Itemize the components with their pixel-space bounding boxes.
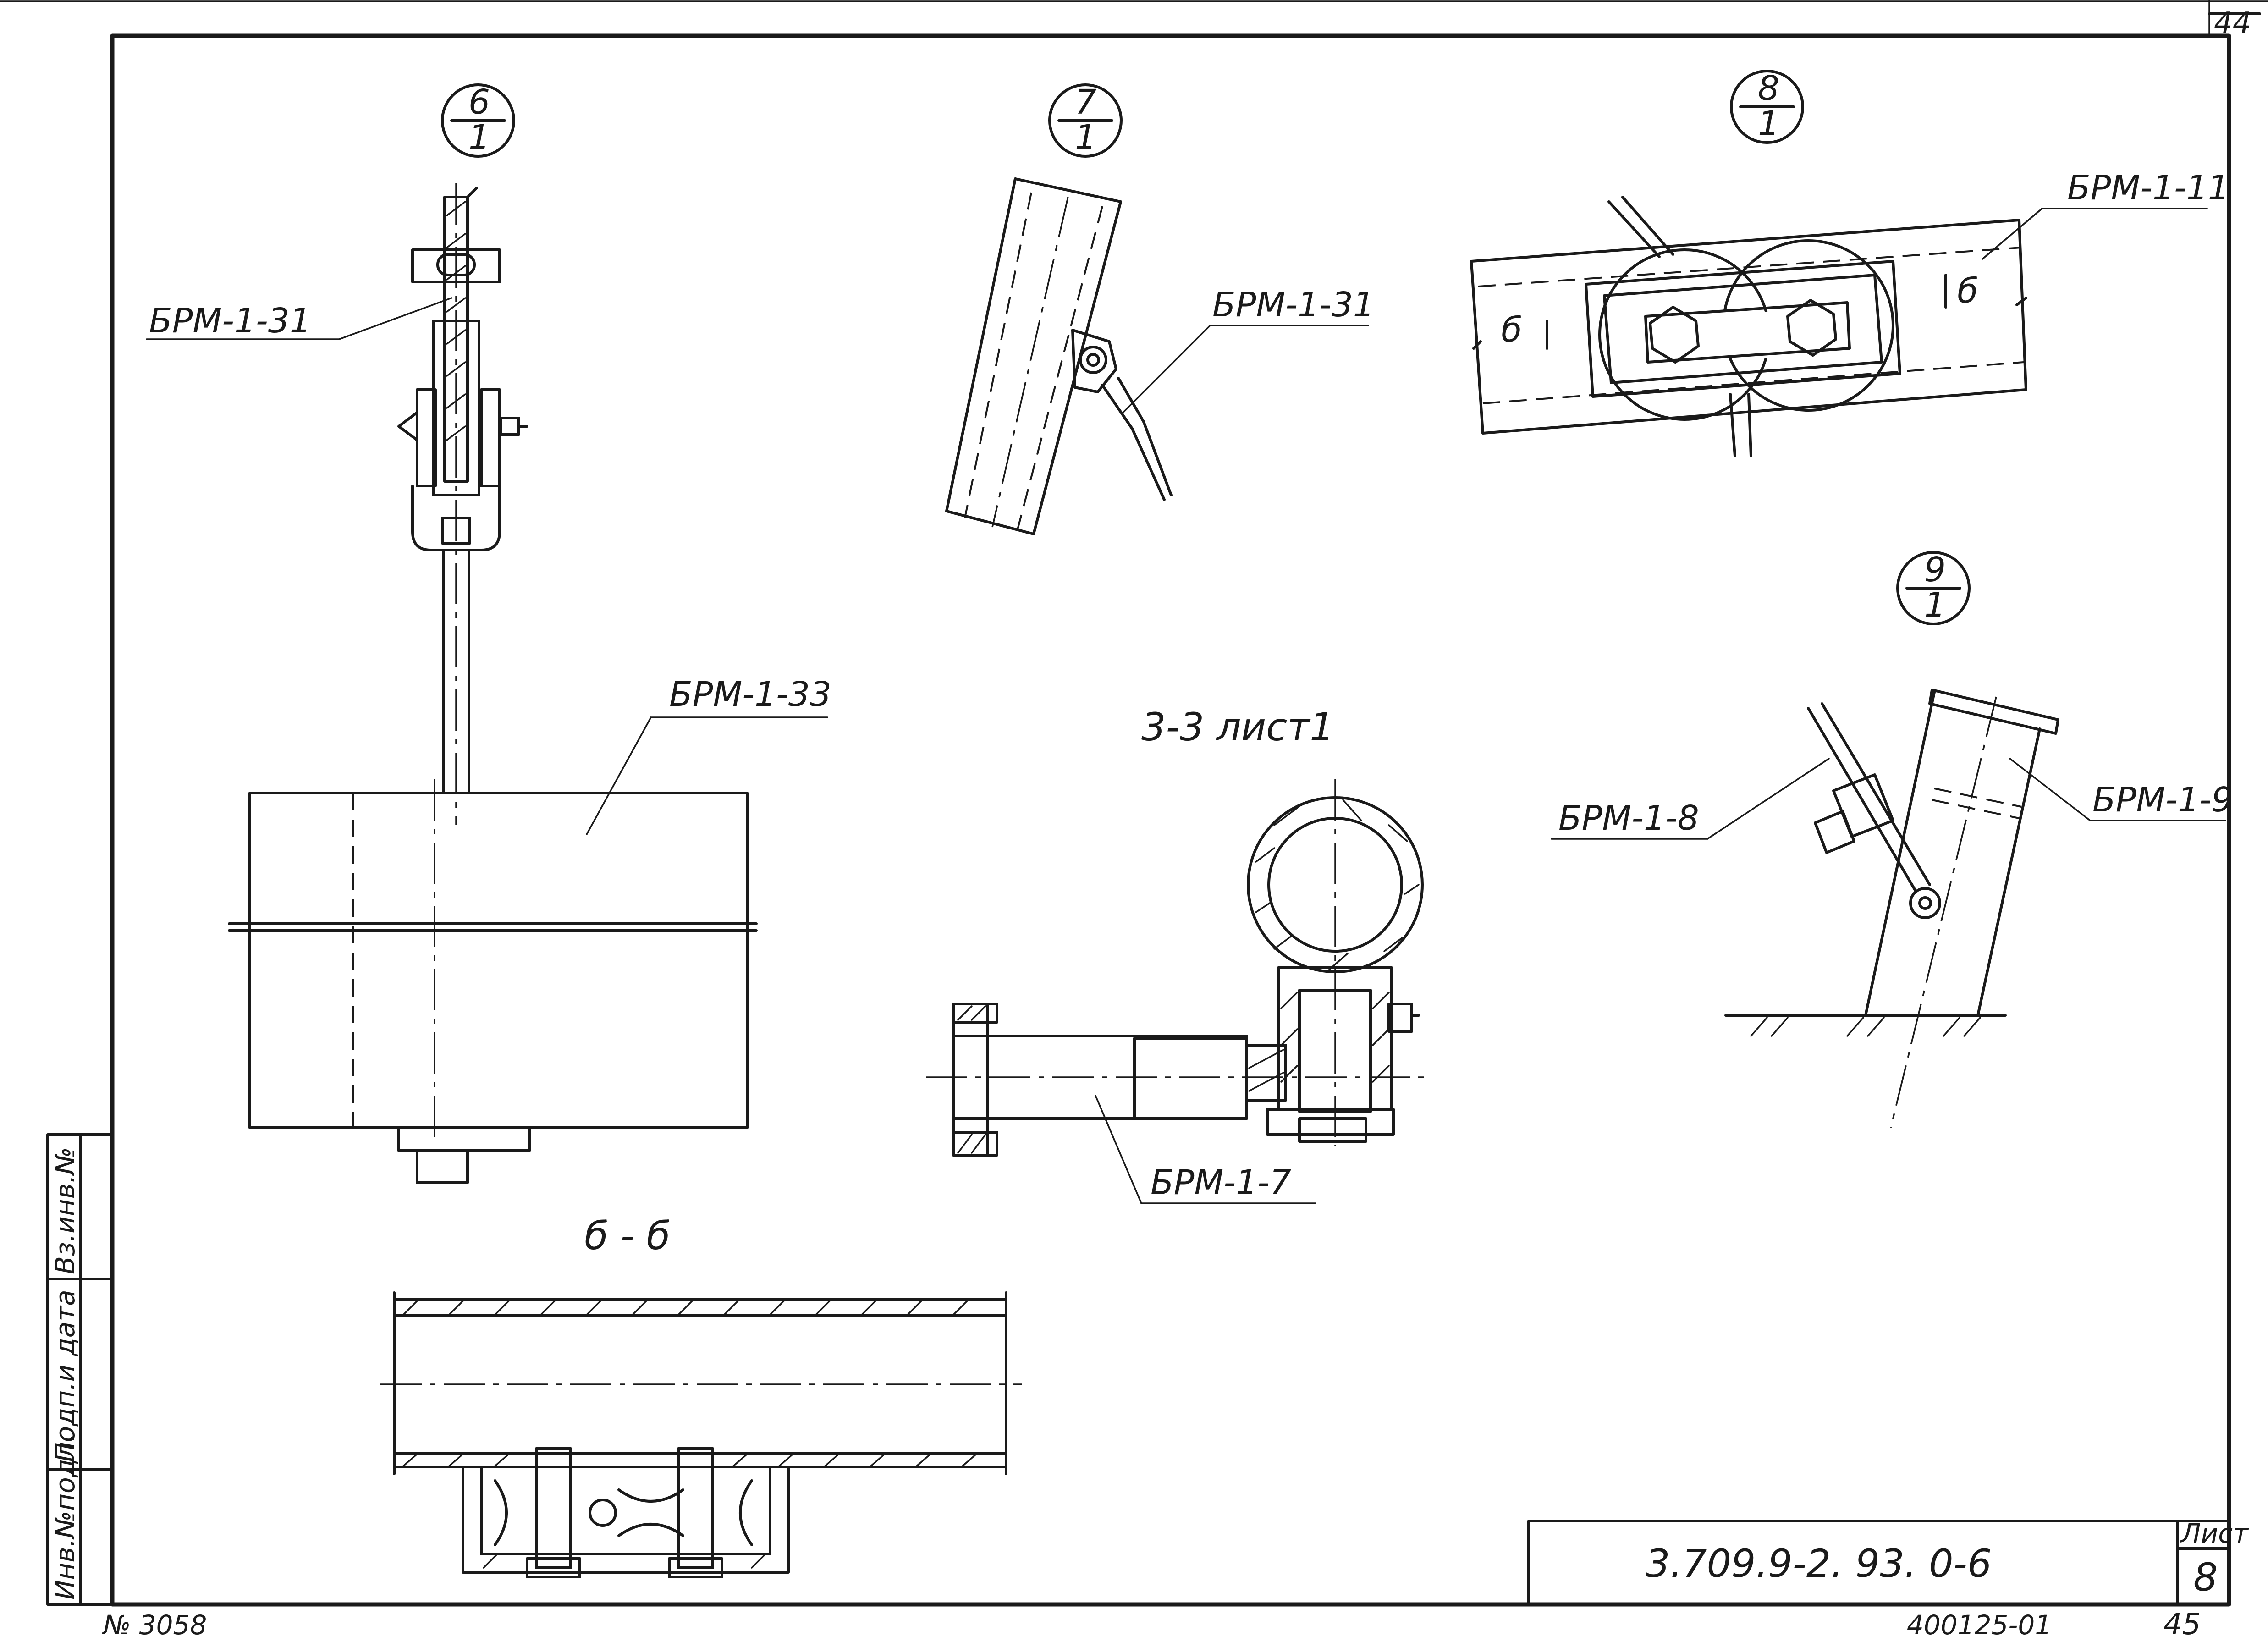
detail-8-callout (1730, 70, 1804, 144)
drawing-designation: 3.709.9-2. 93. 0-6 (1646, 1541, 1992, 1586)
section-3-3-assembly (926, 779, 1426, 1157)
section-b-b-title: б - б (584, 1213, 670, 1258)
brm-1-33-leader (586, 716, 652, 835)
detail-6-callout (441, 83, 515, 158)
label-brm-1-31-mid: БРМ-1-31 (1212, 285, 1375, 325)
detail-9-sheet: 1 (1924, 585, 1946, 625)
label-brm-1-31-left: БРМ-1-31 (149, 301, 311, 341)
detail-7-callout (1048, 83, 1123, 158)
inventory-code: 400125-01 (1907, 1609, 2052, 1641)
detail-7-sheet: 1 (1075, 118, 1096, 157)
label-brm-1-11: БРМ-1-11 (2067, 168, 2229, 208)
detail-6-sheet: 1 (468, 118, 490, 157)
detail-8-number: 8 (1758, 69, 1779, 108)
label-brm-1-9: БРМ-1-9 (2092, 780, 2233, 820)
detail-6-number: 6 (468, 83, 490, 122)
brm-1-9-leader (2009, 758, 2091, 821)
section-b-b-pipe (380, 1291, 1022, 1578)
stamp-inventory-label: Инв.№подл. (50, 1433, 81, 1600)
stamp-replaced-label: Вз.инв.№ (50, 1147, 81, 1274)
brm-1-31-left-leader (146, 297, 452, 340)
side-stamp (46, 1133, 114, 1606)
detail-8-roller-block (1470, 196, 2027, 457)
label-brm-1-33: БРМ-1-33 (669, 675, 831, 714)
detail-7-pipe (945, 177, 1173, 535)
detail-9-strut (1724, 689, 2059, 1128)
stamp-signature-label: Подп.и дата (50, 1289, 81, 1462)
cut-mark-left: б (1501, 310, 1522, 350)
sheet-label: Лист (2180, 1518, 2249, 1549)
top-sheet-number: 44 (2214, 6, 2251, 40)
brm-1-31-mid-leader (1122, 325, 1211, 413)
brm-1-7-leader (1095, 1095, 1142, 1204)
label-brm-1-8: БРМ-1-8 (1558, 799, 1699, 838)
detail-8-sheet: 1 (1758, 104, 1779, 143)
archive-number: № 3058 (102, 1609, 207, 1641)
sheet-number: 8 (2193, 1555, 2218, 1600)
ballast-block-brm-1-33 (228, 779, 758, 1184)
detail-9-number: 9 (1924, 550, 1946, 590)
detail-6-hanger (397, 183, 528, 825)
brm-1-8-leader (1707, 758, 1830, 840)
brm-1-11-leader (1982, 208, 2043, 260)
cut-mark-right: б (1957, 271, 1978, 311)
title-block (1527, 1520, 2230, 1606)
detail-9-callout (1896, 551, 1971, 625)
bottom-sheet-number: 45 (2163, 1608, 2201, 1642)
section-3-3-title: 3-3 лист1 (1141, 705, 1334, 749)
detail-7-number: 7 (1075, 83, 1096, 122)
drawing-frame (0, 0, 2268, 1607)
label-brm-1-7: БРМ-1-7 (1151, 1163, 1291, 1202)
